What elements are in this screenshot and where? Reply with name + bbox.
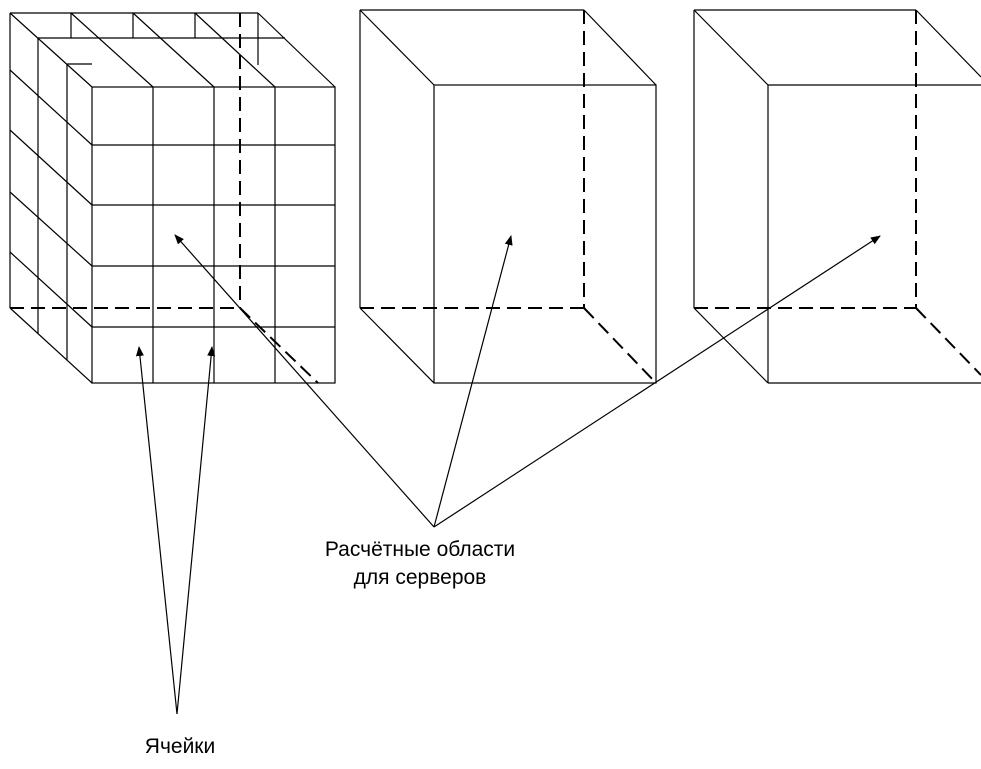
arrow-to-region-1 bbox=[174, 234, 435, 528]
arrow-to-cell-1 bbox=[135, 346, 178, 715]
server-region-cube-3 bbox=[693, 9, 981, 384]
computational-regions-label: Расчётные области для серверов bbox=[270, 536, 570, 592]
back-face-grid bbox=[9, 12, 259, 308]
meshed-region-cube bbox=[9, 12, 336, 384]
arrow-to-region-2 bbox=[433, 235, 513, 528]
server-region-cube-2 bbox=[359, 9, 657, 384]
arrow-to-cell-2 bbox=[176, 346, 216, 715]
computational-regions-label-line1: Расчётные области bbox=[324, 538, 516, 561]
cells-label: Ячейки bbox=[144, 735, 216, 758]
cell-pointer-arrows bbox=[135, 346, 216, 715]
region-pointer-arrows bbox=[174, 234, 881, 528]
front-face-grid bbox=[91, 86, 336, 384]
computational-regions-label-line2: для серверов bbox=[353, 566, 487, 589]
middle-layer-grid bbox=[37, 37, 285, 334]
arrow-to-region-3 bbox=[433, 235, 881, 528]
depth-edges bbox=[9, 12, 336, 384]
near-layer-grid bbox=[66, 63, 92, 360]
hidden-edges bbox=[10, 13, 319, 384]
